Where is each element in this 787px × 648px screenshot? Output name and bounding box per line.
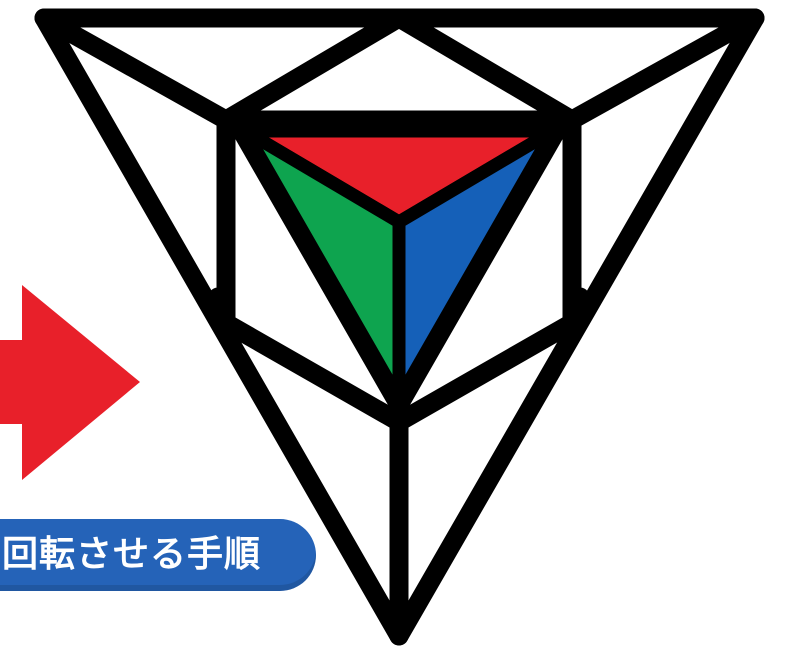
edge-top-left bbox=[216, 8, 409, 130]
edge-right-side bbox=[562, 287, 590, 333]
edge-top-right bbox=[389, 8, 582, 130]
caption-badge: 回転させる手順 bbox=[0, 519, 316, 591]
edge-corner-left bbox=[34, 8, 236, 130]
center-triangle-outline bbox=[230, 118, 568, 415]
edge-corner-right bbox=[562, 8, 765, 130]
caption-label: 回転させる手順 bbox=[2, 534, 262, 575]
right-arrow-icon bbox=[0, 285, 140, 480]
edge-left-side bbox=[208, 287, 236, 333]
